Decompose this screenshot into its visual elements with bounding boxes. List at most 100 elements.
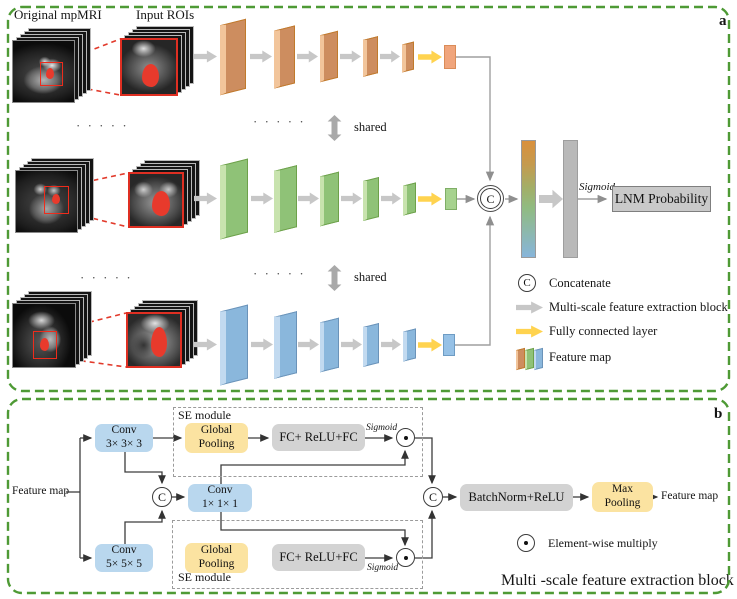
msfe-block-arrow bbox=[194, 192, 217, 205]
feature-map-plate bbox=[220, 158, 248, 240]
legend-feature-map-icon bbox=[516, 347, 525, 371]
feature-map-plate bbox=[274, 165, 297, 233]
ellipsis-dots: · · · · · bbox=[253, 266, 306, 281]
legend-feature-map-icon bbox=[534, 347, 543, 371]
msfe-block-arrow bbox=[381, 338, 401, 351]
conv-label: Conv bbox=[111, 424, 137, 437]
multiply-dot bbox=[524, 541, 528, 545]
element-wise-multiply-node-top bbox=[396, 428, 415, 447]
msfe-block-arrow bbox=[298, 192, 319, 205]
fc-feature-bar bbox=[445, 188, 457, 210]
roi-image bbox=[128, 172, 184, 228]
msfe-block-arrow bbox=[194, 338, 217, 351]
msfe-block-arrow bbox=[341, 192, 362, 205]
legend-msfe-label: Multi-scale feature extraction block bbox=[549, 300, 728, 314]
feature-map-plate bbox=[320, 30, 338, 83]
feature-map-plate bbox=[274, 25, 295, 89]
conv-label: Conv bbox=[111, 544, 137, 557]
shared-label: shared bbox=[354, 120, 387, 134]
multiply-dot bbox=[403, 555, 408, 560]
msfe-block-arrow bbox=[340, 50, 361, 63]
mpmri-stack-1 bbox=[12, 28, 91, 103]
ellipsis-dots: · · · · · bbox=[253, 114, 306, 129]
global-pooling-box-bottom: Global Pooling bbox=[185, 543, 248, 573]
concatenate-node: C bbox=[477, 185, 504, 212]
feature-map-plate bbox=[402, 41, 414, 73]
global-pooling-label: Global bbox=[200, 544, 233, 557]
fc-relu-fc-label: FC+ ReLU+FC bbox=[279, 430, 358, 444]
roi-stack-2 bbox=[128, 160, 200, 228]
panel-b-border bbox=[6, 397, 731, 595]
fc-relu-fc-label: FC+ ReLU+FC bbox=[279, 550, 358, 564]
fc-feature-bar bbox=[444, 45, 456, 69]
panel-a-label: a bbox=[719, 13, 727, 29]
feature-map-plate bbox=[320, 171, 339, 227]
roi-image bbox=[126, 312, 182, 368]
concatenated-feature-bar bbox=[521, 140, 536, 258]
roi-image bbox=[120, 38, 178, 96]
msfe-block-arrow bbox=[251, 338, 273, 351]
conv-3x3x3-box: Conv 3× 3× 3 bbox=[95, 424, 153, 452]
panel-a-wires bbox=[455, 56, 608, 346]
tumor-blob bbox=[40, 338, 49, 351]
legend-fc-arrow-icon bbox=[516, 325, 543, 338]
se-module-label-bottom: SE module bbox=[178, 570, 231, 584]
sigmoid-label-top: Sigmoid bbox=[366, 423, 398, 433]
se-module-label-top: SE module bbox=[178, 408, 231, 422]
batchnorm-relu-box: BatchNorm+ReLU bbox=[460, 484, 573, 511]
fc-feature-bar bbox=[443, 334, 455, 356]
legend-concatenate-icon: C bbox=[518, 274, 536, 292]
shared-weights-arrow bbox=[327, 115, 342, 141]
panel-b-wires bbox=[66, 434, 659, 562]
lnm-probability-label: LNM Probability bbox=[614, 190, 709, 206]
concatenate-symbol: C bbox=[486, 191, 495, 206]
multiply-dot bbox=[403, 435, 408, 440]
msfe-block-arrow bbox=[298, 338, 319, 351]
kernel-size-label: 3× 3× 3 bbox=[106, 438, 142, 450]
batchnorm-relu-label: BatchNorm+ReLU bbox=[468, 490, 565, 504]
sigmoid-label: Sigmoid bbox=[579, 181, 616, 193]
conv-5x5x5-box: Conv 5× 5× 5 bbox=[95, 544, 153, 572]
feature-map-plate bbox=[363, 177, 379, 221]
global-pooling-label: Global bbox=[200, 424, 233, 437]
element-wise-multiply-node-bottom bbox=[396, 548, 415, 567]
concatenate-symbol: C bbox=[523, 276, 531, 289]
panel-b-label: b bbox=[714, 406, 723, 422]
sigmoid-label-bottom: Sigmoid bbox=[367, 563, 399, 573]
se-module-box-top bbox=[173, 407, 423, 477]
fc-relu-fc-box-top: FC+ ReLU+FC bbox=[272, 424, 365, 451]
feature-map-plate bbox=[274, 311, 297, 379]
max-pooling-box: Max Pooling bbox=[592, 482, 653, 512]
conv-1x1x1-box: Conv 1× 1× 1 bbox=[188, 484, 252, 512]
shared-weights-arrow bbox=[327, 265, 342, 291]
fc-layer-bar bbox=[563, 140, 578, 258]
feature-map-plate bbox=[220, 304, 248, 386]
msfe-block-arrow bbox=[380, 50, 400, 63]
msfe-block-arrow bbox=[194, 50, 217, 63]
mri-image bbox=[15, 170, 78, 233]
feature-map-plate bbox=[363, 36, 378, 77]
ellipsis-dots: · · · · · bbox=[80, 270, 133, 285]
feature-map-plate bbox=[403, 182, 416, 216]
shared-label: shared bbox=[354, 270, 387, 284]
mri-image bbox=[12, 40, 75, 103]
mpmri-stack-3 bbox=[12, 291, 92, 368]
global-pooling-label: Pooling bbox=[198, 438, 235, 450]
feature-map-plate bbox=[403, 328, 416, 362]
feature-map-plate bbox=[363, 323, 379, 367]
roi-marker-box bbox=[33, 331, 57, 359]
kernel-size-label: 1× 1× 1 bbox=[202, 498, 238, 510]
input-rois-label: Input ROIs bbox=[136, 7, 195, 22]
roi-stack-3 bbox=[126, 300, 198, 368]
feature-map-input-label: Feature map bbox=[12, 485, 70, 497]
ellipsis-dots: · · · · · bbox=[76, 118, 129, 133]
legend-concatenate-label: Concatenate bbox=[549, 276, 611, 290]
global-pooling-box-top: Global Pooling bbox=[185, 423, 248, 453]
tumor-blob bbox=[152, 191, 170, 216]
tumor-blob bbox=[46, 68, 54, 79]
legend-msfe-arrow-icon bbox=[516, 301, 543, 314]
msfe-block-arrow bbox=[381, 192, 401, 205]
fc-relu-fc-box-bottom: FC+ ReLU+FC bbox=[272, 544, 365, 571]
